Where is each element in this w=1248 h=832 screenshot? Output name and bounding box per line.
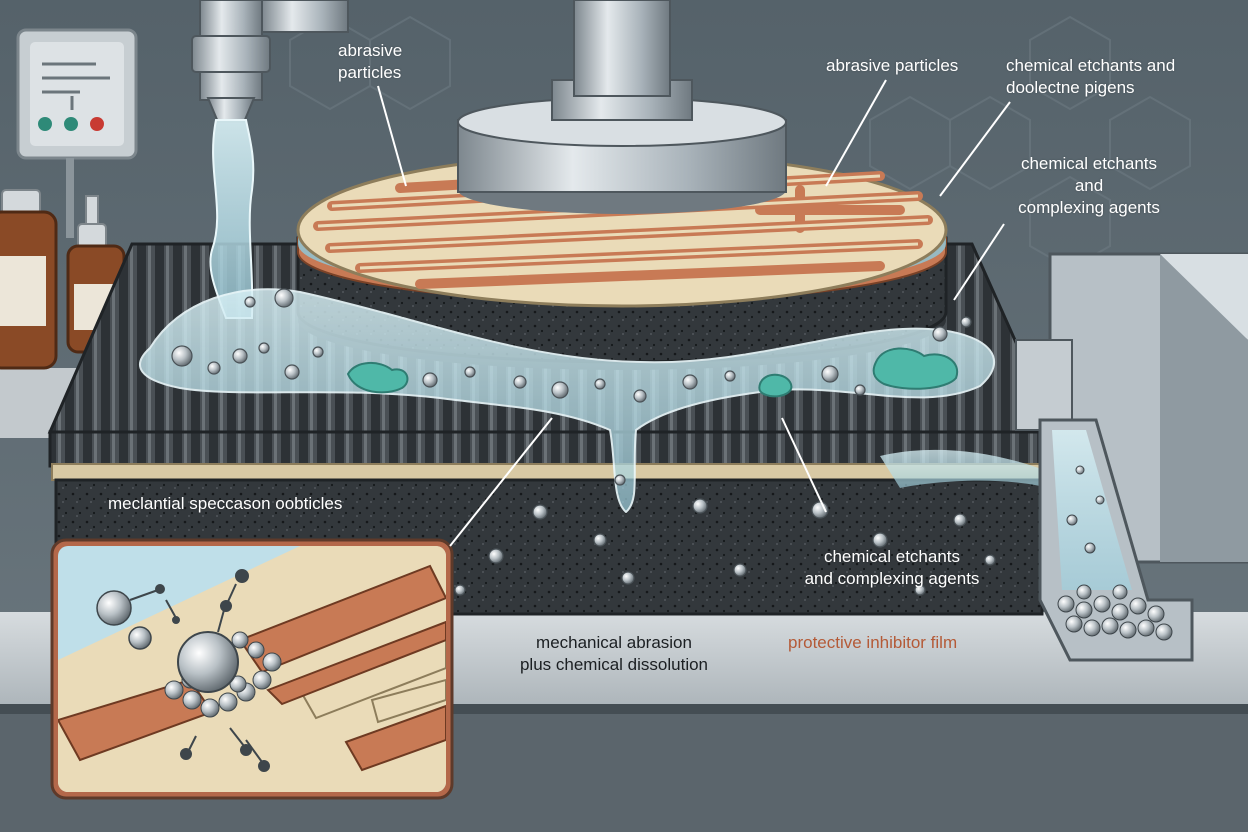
pressure-head [457,0,787,214]
label-etchants-complexing-right: chemical etchants and complexing agents [1018,154,1160,217]
drain-tray [1015,252,1248,662]
slurry-nozzle-icon [191,0,349,123]
label-abrasive-particles-top: abrasive particles [826,56,959,75]
leader-lines [377,79,1011,547]
label-etchants-dielectric: chemical etchants and doolectne pigens [1006,56,1176,97]
label-abrasive-particles-left: abrasive particles [338,41,403,82]
control-box-icon [16,28,138,238]
label-protective-inhibitor-film: protective inhibitor film [788,633,958,652]
inset-zoom [50,538,454,800]
label-mechanical-abrasion: mechanical abrasion plus chemical dissol… [519,633,709,674]
label-etchants-complexing-lower: chemical etchants and complexing agents [804,547,980,588]
slurry [139,119,1044,596]
label-mechanical-speccason: meclantial speccason oobticles [108,494,343,513]
